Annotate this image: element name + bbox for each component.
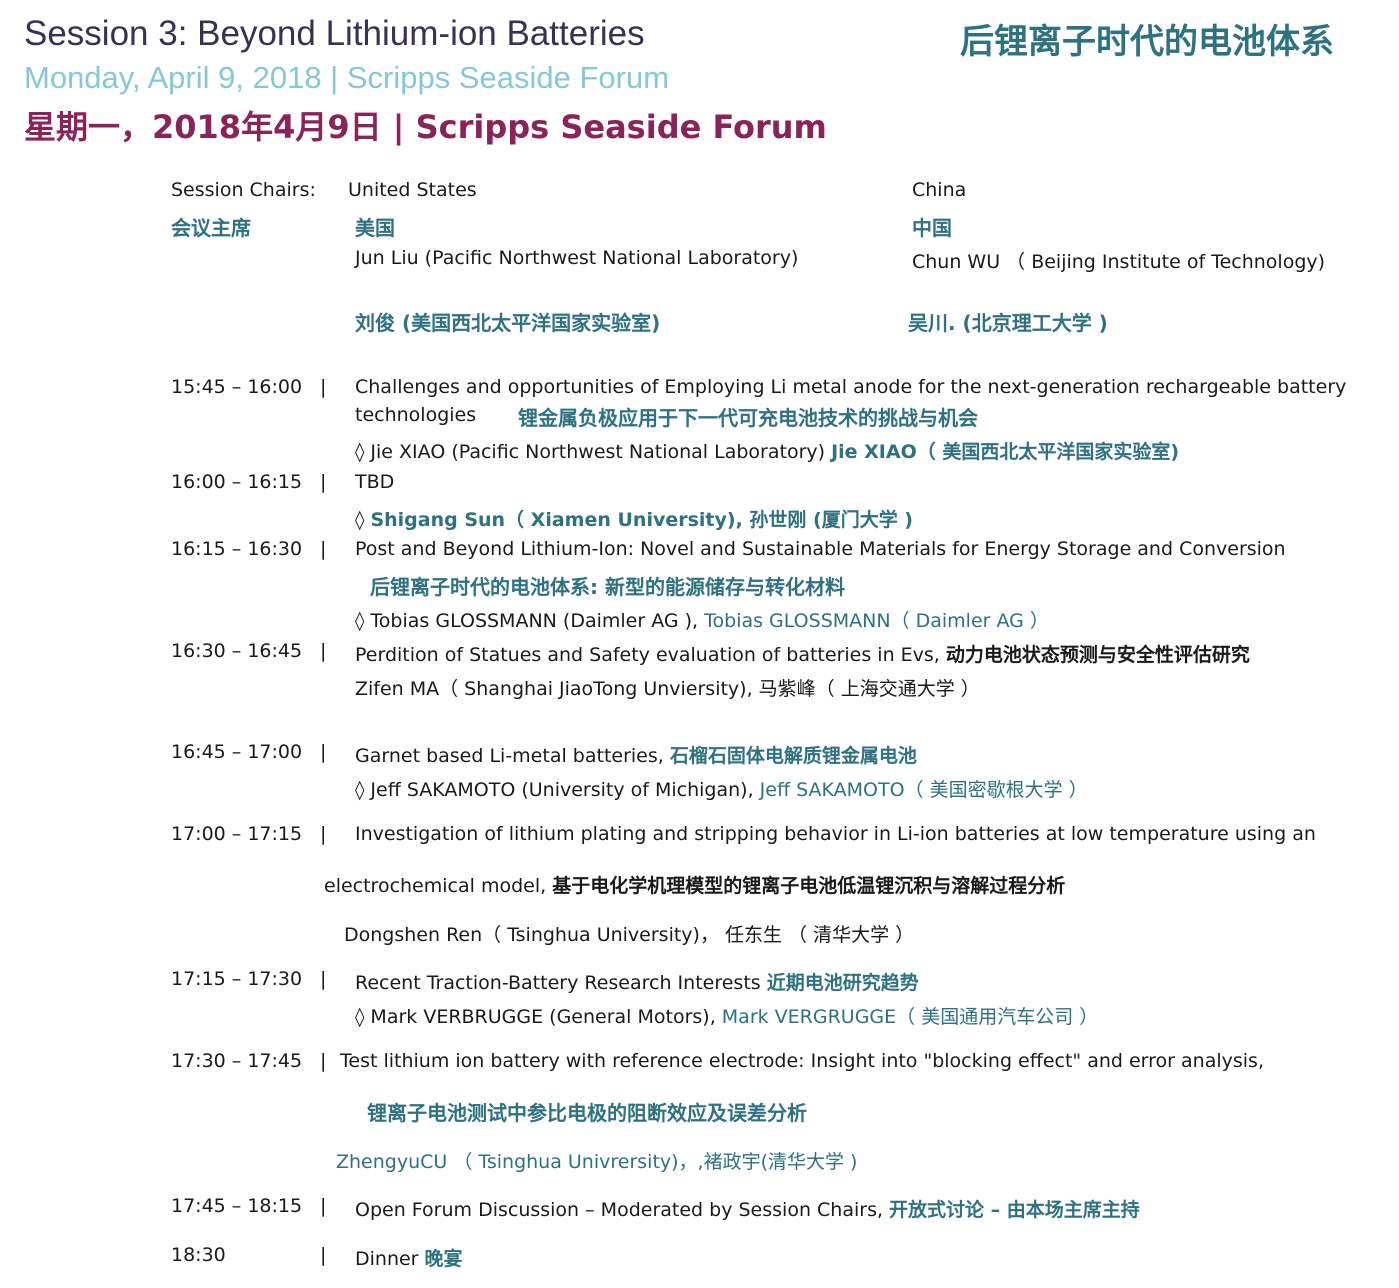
chair-cn-name-cn: 吴川. (北京理工大学 ) (908, 311, 1108, 335)
talk-title: Perdition of Statues and Safety evaluati… (355, 640, 1250, 667)
talk-title-en: electrochemical model, (324, 875, 553, 897)
session-title-cn: 后锂离子时代的电池体系 (960, 22, 1334, 62)
talk-title-cn: 锂离子电池测试中参比电极的阻断效应及误差分析 (367, 1101, 807, 1125)
separator: | (320, 538, 327, 560)
separator: | (320, 640, 327, 662)
chairs-label: Session Chairs: (171, 179, 316, 201)
session-title: Session 3: Beyond Lithium-ion Batteries (24, 14, 645, 53)
speaker: ◊ Shigang Sun（ Xiamen University), 孙世刚 (… (355, 505, 913, 532)
time-slot: 16:30 – 16:45 (171, 640, 303, 662)
separator: | (320, 741, 327, 763)
talk-title-cn: 开放式讨论 – 由本场主席主持 (889, 1199, 1140, 1221)
time-slot: 17:15 – 17:30 (171, 968, 303, 990)
time-slot: 17:30 – 17:45 (171, 1050, 303, 1072)
chair-us-label: United States (348, 179, 477, 201)
talk-title-cont: technologies (355, 404, 477, 426)
separator: | (320, 1050, 327, 1072)
separator: | (320, 1195, 327, 1217)
chairs-label-cn: 会议主席 (171, 216, 251, 240)
talk-title-en: Garnet based Li-metal batteries, (355, 745, 670, 767)
time-slot: 18:30 (171, 1244, 226, 1266)
chair-cn-label: China (912, 179, 967, 201)
session-date: Monday, April 9, 2018 | Scripps Seaside … (24, 60, 670, 95)
talk-title-cn: 锂金属负极应用于下一代可充电池技术的挑战与机会 (518, 406, 978, 430)
speaker: ◊ Mark VERBRUGGE (General Motors), Mark … (355, 1002, 1098, 1029)
speaker-name: ◊ Jeff SAKAMOTO (University of Michigan)… (355, 779, 760, 801)
talk-title-en: Dinner (355, 1248, 425, 1270)
speaker-mark: ◊ (355, 509, 371, 531)
speaker-name: ◊ Jie XIAO (Pacific Northwest National L… (355, 441, 832, 463)
speaker-name-cn: Jeff SAKAMOTO（ 美国密歇根大学 ） (759, 779, 1088, 801)
speaker-name: ◊ Tobias GLOSSMANN (Daimler AG ), (355, 610, 705, 632)
speaker-name: ◊ Mark VERBRUGGE (General Motors), (355, 1006, 722, 1028)
time-slot: 16:15 – 16:30 (171, 538, 303, 560)
talk-title-en: Perdition of Statues and Safety evaluati… (355, 644, 946, 666)
speaker-name-cn: Mark VERGRUGGE（ 美国通用汽车公司 ） (721, 1006, 1099, 1028)
speaker: Dongshen Ren（ Tsinghua University)， 任东生 … (344, 924, 915, 946)
talk-title-cn: 石榴石固体电解质锂金属电池 (669, 745, 917, 767)
talk-title-cn: 基于电化学机理模型的锂离子电池低温锂沉积与溶解过程分析 (552, 875, 1066, 897)
talk-title-cn: 晚宴 (424, 1248, 463, 1270)
talk-title: Challenges and opportunities of Employin… (355, 376, 1347, 398)
talk-title-cn: 近期电池研究趋势 (766, 972, 919, 994)
speaker: ◊ Jeff SAKAMOTO (University of Michigan)… (355, 775, 1088, 802)
chair-us-name-cn: 刘俊 (美国西北太平洋国家实验室) (355, 311, 661, 335)
session-date-cn: 星期一，2018年4月9日 | Scripps Seaside Forum (24, 108, 827, 146)
talk-title-en: Open Forum Discussion – Moderated by Ses… (355, 1199, 890, 1221)
separator: | (320, 968, 327, 990)
talk-title: Investigation of lithium plating and str… (355, 823, 1316, 845)
talk-title: TBD (355, 471, 395, 493)
talk-title: Open Forum Discussion – Moderated by Ses… (355, 1195, 1140, 1222)
speaker: ◊ Tobias GLOSSMANN (Daimler AG ), Tobias… (355, 606, 1049, 633)
speaker-name-cn: Shigang Sun（ Xiamen University), 孙世刚 (厦门… (370, 509, 913, 531)
time-slot: 15:45 – 16:00 (171, 376, 303, 398)
talk-title: Post and Beyond Lithium-Ion: Novel and S… (355, 538, 1286, 560)
speaker: ◊ Jie XIAO (Pacific Northwest National L… (355, 437, 1179, 464)
separator: | (320, 1244, 327, 1266)
chair-us-name: Jun Liu (Pacific Northwest National Labo… (355, 247, 799, 269)
chair-cn-label-cn: 中国 (912, 216, 952, 240)
speaker: Zifen MA（ Shanghai JiaoTong Unviersity),… (355, 678, 980, 700)
talk-title: Dinner 晚宴 (355, 1244, 463, 1271)
talk-title-cn: 动力电池状态预测与安全性评估研究 (945, 644, 1250, 666)
talk-title: Recent Traction-Battery Research Interes… (355, 968, 919, 995)
chair-cn-name: Chun WU （ Beijing Institute of Technolog… (912, 251, 1326, 273)
time-slot: 17:00 – 17:15 (171, 823, 303, 845)
time-slot: 16:45 – 17:00 (171, 741, 303, 763)
talk-title-cn: 后锂离子时代的电池体系: 新型的能源储存与转化材料 (370, 575, 845, 599)
speaker-name-cn: Tobias GLOSSMANN（ Daimler AG ） (704, 610, 1049, 632)
separator: | (320, 376, 327, 398)
talk-title: Garnet based Li-metal batteries, 石榴石固体电解… (355, 741, 917, 768)
separator: | (320, 471, 327, 493)
talk-title-cont: electrochemical model, 基于电化学机理模型的锂离子电池低温… (324, 871, 1065, 898)
talk-title: Test lithium ion battery with reference … (340, 1050, 1264, 1072)
separator: | (320, 823, 327, 845)
speaker-name-cn: Jie XIAO（ 美国西北太平洋国家实验室) (831, 441, 1180, 463)
talk-title-en: Recent Traction-Battery Research Interes… (355, 972, 767, 994)
speaker-name-cn: ZhengyuCU （ Tsinghua Univrersity)，,褚政宇(清… (336, 1151, 858, 1173)
chair-us-label-cn: 美国 (355, 216, 395, 240)
time-slot: 16:00 – 16:15 (171, 471, 303, 493)
time-slot: 17:45 – 18:15 (171, 1195, 303, 1217)
